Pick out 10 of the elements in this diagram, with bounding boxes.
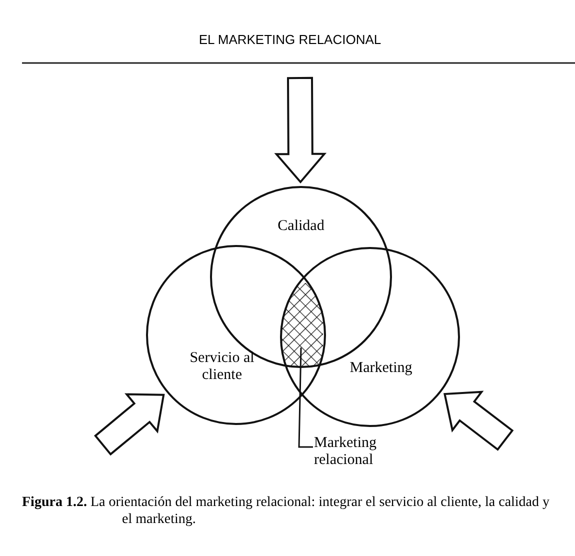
block-arrow	[274, 76, 327, 184]
callout-label: Marketing relacional	[314, 435, 394, 469]
running-header: EL MARKETING RELACIONAL	[198, 32, 382, 47]
block-arrow	[443, 390, 514, 451]
venn-circle	[146, 245, 326, 425]
circle-label: Calidad	[276, 218, 326, 235]
circle-label: Servicio al cliente	[188, 350, 256, 384]
figure-caption: Figura 1.2. La orientación del marketing relacional: integrar el servicio al cliente, la calidad y el marketing.	[22, 494, 551, 528]
circle-label: Marketing	[348, 360, 414, 377]
block-arrow	[94, 393, 165, 456]
